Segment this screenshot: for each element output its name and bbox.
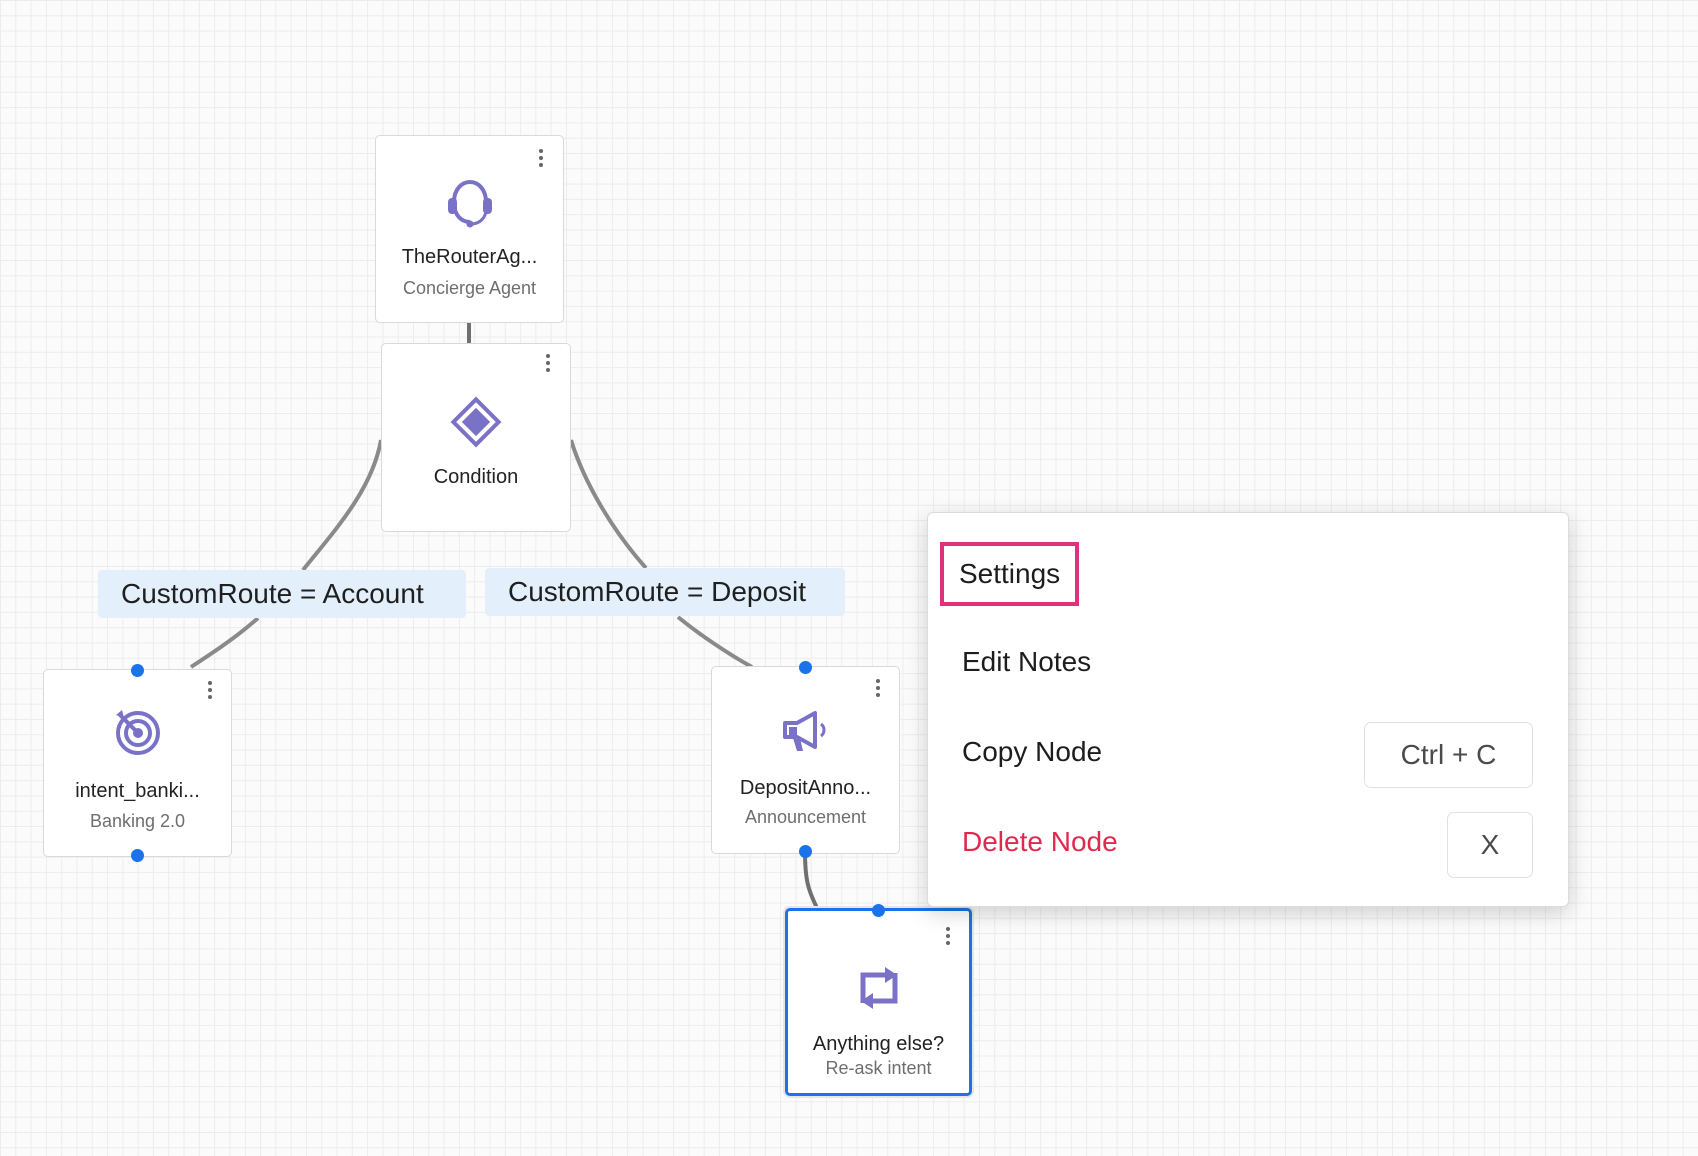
node-deposit-announcement[interactable]: DepositAnno... Announcement (711, 666, 900, 854)
menu-item-copy-node[interactable]: Copy Node (962, 736, 1103, 767)
node-subtitle: Announcement (744, 807, 867, 827)
node-condition[interactable]: Condition (381, 343, 571, 532)
edge-condition-account (189, 439, 383, 669)
node-menu-icon[interactable] (941, 924, 955, 948)
diamond-icon (450, 396, 502, 448)
node-menu-icon[interactable] (203, 678, 217, 702)
edge-deposit-reask (803, 850, 820, 911)
target-icon (115, 710, 160, 755)
delete-shortcut-badge: X (1447, 812, 1533, 878)
node-menu-icon[interactable] (541, 351, 555, 375)
menu-item-delete-node[interactable]: Delete Node (962, 826, 1118, 857)
node-title: DepositAnno... (739, 777, 872, 799)
node-menu-icon[interactable] (534, 146, 548, 170)
repeat-icon (860, 967, 897, 1009)
node-banking[interactable]: intent_banki... Banking 2.0 (43, 669, 232, 857)
edge-label-deposit[interactable]: CustomRoute = Deposit (485, 568, 845, 616)
node-subtitle: Banking 2.0 (89, 811, 186, 831)
edge-condition-deposit (569, 439, 753, 669)
input-port[interactable] (799, 661, 812, 674)
input-port[interactable] (872, 904, 885, 917)
menu-item-edit-notes[interactable]: Edit Notes (962, 646, 1092, 677)
megaphone-icon (782, 711, 825, 751)
node-subtitle: Concierge Agent (402, 278, 537, 298)
node-title: Anything else? (812, 1033, 945, 1055)
headset-icon (447, 179, 492, 228)
copy-shortcut-badge: Ctrl + C (1364, 722, 1533, 788)
node-subtitle: Re-ask intent (825, 1058, 932, 1078)
node-context-menu: Settings Edit Notes Copy Node Ctrl + C D… (927, 512, 1569, 907)
node-title: Condition (433, 466, 519, 488)
node-title: TheRouterAg... (401, 246, 538, 268)
output-port[interactable] (799, 845, 812, 858)
node-reask-intent[interactable]: Anything else? Re-ask intent (785, 908, 972, 1096)
menu-item-settings[interactable]: Settings (940, 542, 1080, 606)
output-port[interactable] (131, 849, 144, 862)
node-menu-icon[interactable] (871, 676, 885, 700)
edge-label-account[interactable]: CustomRoute = Account (98, 570, 466, 618)
input-port[interactable] (131, 664, 144, 677)
node-router[interactable]: TheRouterAg... Concierge Agent (375, 135, 564, 323)
node-title: intent_banki... (75, 780, 200, 802)
